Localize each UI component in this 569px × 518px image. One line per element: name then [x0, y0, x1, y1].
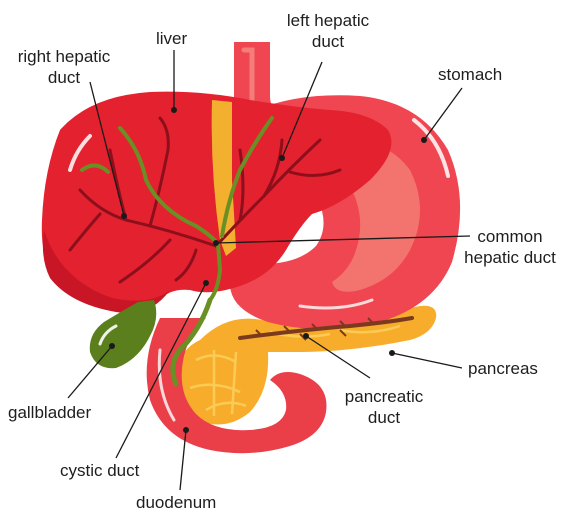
- label-common-hepatic-duct: common hepatic duct: [458, 226, 562, 268]
- label-stomach: stomach: [438, 64, 502, 85]
- label-right-hepatic-duct: right hepatic duct: [8, 46, 120, 88]
- label-pancreatic-duct: pancreatic duct: [340, 386, 428, 428]
- label-gallbladder: gallbladder: [8, 402, 91, 423]
- label-left-hepatic-duct: left hepatic duct: [284, 10, 372, 52]
- label-liver: liver: [156, 28, 187, 49]
- label-pancreas: pancreas: [468, 358, 538, 379]
- label-duodenum: duodenum: [136, 492, 216, 513]
- label-cystic-duct: cystic duct: [60, 460, 139, 481]
